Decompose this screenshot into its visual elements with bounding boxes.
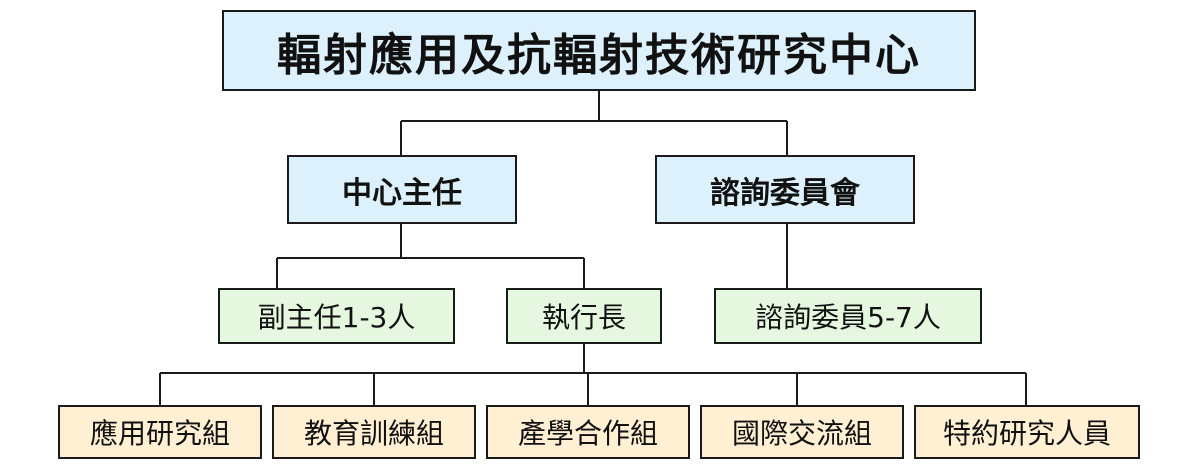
advisors-label: 諮詢委員5-7人: [755, 301, 941, 334]
group-label: 產學合作組: [517, 417, 658, 450]
group-label: 特約研究人員: [942, 417, 1111, 450]
director-label: 中心主任: [342, 175, 462, 211]
advisors-box: 諮詢委員5-7人: [714, 288, 982, 344]
group-label: 應用研究組: [89, 417, 230, 450]
group-box-education-training: 教育訓練組: [272, 405, 476, 459]
executive-director-label: 執行長: [541, 301, 626, 334]
center-title-box: 輻射應用及抗輻射技術研究中心: [222, 10, 976, 91]
director-box: 中心主任: [287, 155, 517, 224]
executive-director-box: 執行長: [506, 288, 662, 344]
center-title: 輻射應用及抗輻射技術研究中心: [277, 29, 921, 81]
group-label: 國際交流組: [731, 417, 872, 450]
group-box-industry-cooperation: 產學合作組: [486, 405, 690, 459]
deputy-directors-box: 副主任1-3人: [218, 288, 455, 344]
deputy-directors-label: 副主任1-3人: [257, 301, 416, 334]
group-label: 教育訓練組: [303, 417, 444, 450]
group-box-international-exchange: 國際交流組: [700, 405, 904, 459]
group-box-applied-research: 應用研究組: [58, 405, 262, 459]
advisory-committee-label: 諮詢委員會: [710, 175, 860, 211]
advisory-committee-box: 諮詢委員會: [655, 155, 915, 224]
group-box-contract-researchers: 特約研究人員: [914, 405, 1140, 459]
